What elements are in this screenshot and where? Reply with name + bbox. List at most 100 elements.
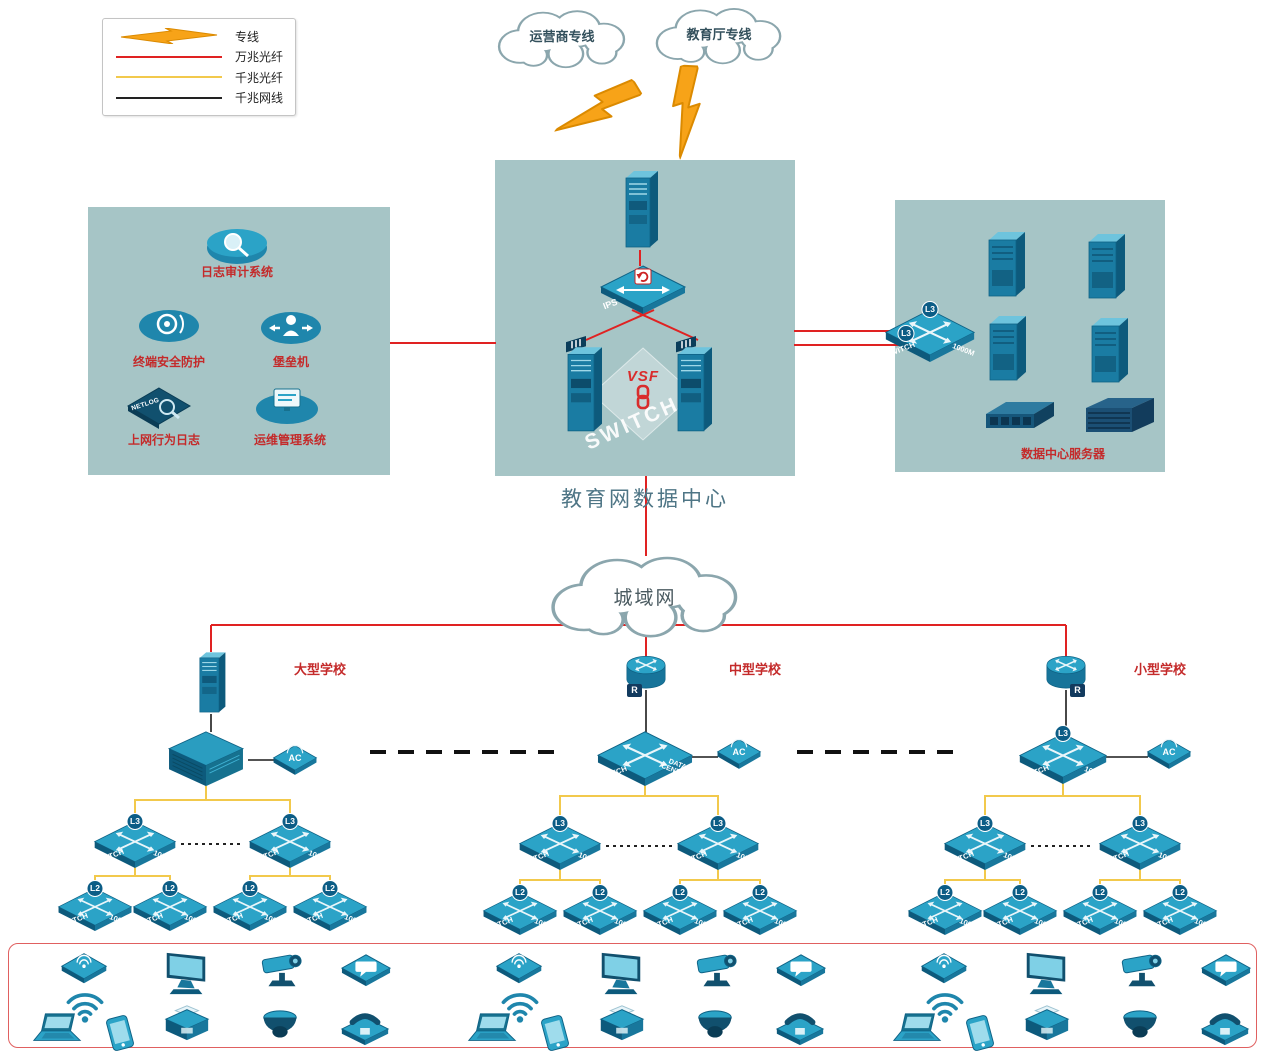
l3-badge: L3	[1054, 725, 1072, 742]
l2-switch[interactable]: L2 SWITCH 1000M	[642, 884, 718, 935]
laptop-icon[interactable]	[465, 1012, 519, 1048]
wireless-controller[interactable]: AC	[1146, 738, 1192, 772]
wireless-ap-icon[interactable]	[60, 950, 108, 986]
l2-switch[interactable]: L2 SWITCH 1000M	[482, 884, 558, 935]
legend-label: 千兆网线	[235, 91, 284, 106]
large-school-gateway[interactable]	[195, 650, 227, 716]
man-cloud-label: 城域网	[613, 586, 677, 609]
legend-label: 千兆光纤	[235, 70, 284, 85]
ops-management-icon[interactable]	[254, 384, 320, 426]
desktop-monitor-icon[interactable]	[595, 950, 647, 996]
dome-camera-icon[interactable]	[258, 1008, 302, 1048]
bastion-host-icon[interactable]	[259, 308, 323, 348]
telephone-icon[interactable]	[773, 1008, 827, 1048]
voip-terminal-icon[interactable]	[1200, 952, 1252, 988]
l2-switch[interactable]: L2 SWITCH 1000M	[907, 884, 983, 935]
netlog-icon[interactable]: NETLOG	[126, 386, 192, 429]
large-school-label: 大型学校	[293, 662, 346, 677]
l3-badge: L3	[1131, 815, 1149, 832]
l2-badge: L2	[1171, 884, 1189, 901]
l3-switch[interactable]: L3 SWITCH 1000M	[518, 815, 602, 870]
desktop-monitor-icon[interactable]	[1020, 950, 1072, 996]
voip-terminal-icon[interactable]	[340, 952, 392, 988]
ac-label: AC	[732, 746, 746, 757]
laptop-icon[interactable]	[30, 1012, 84, 1048]
l3-switch[interactable]: L3 SWITCH 1000M	[93, 813, 177, 868]
vsf-switch-group[interactable]: VSF SWITCH	[581, 344, 696, 455]
ptz-camera-icon[interactable]	[690, 948, 744, 992]
l3-switch[interactable]: L3 SWITCH 1000M	[676, 815, 760, 870]
voip-terminal-icon[interactable]	[775, 952, 827, 988]
education-cloud[interactable]: 教育厅专线	[644, 2, 794, 66]
core-switch-left[interactable]	[562, 334, 610, 438]
terminal-security-icon[interactable]	[137, 306, 201, 346]
desktop-monitor-icon[interactable]	[160, 950, 212, 996]
telephone-icon[interactable]	[1198, 1008, 1252, 1048]
wireless-ap-icon[interactable]	[920, 950, 968, 986]
l2-switch[interactable]: L2 SWITCH 1000M	[1062, 884, 1138, 935]
core-switch-right[interactable]	[672, 334, 720, 438]
medium-school-router[interactable]: R	[623, 654, 669, 697]
small-school-core-switch[interactable]: L3 SWITCH 1000M	[1018, 725, 1108, 784]
carrier-cloud[interactable]: 运营商专线	[486, 4, 638, 70]
wireless-controller[interactable]: AC	[272, 744, 318, 778]
yellow-line-sample	[113, 76, 225, 79]
l2-switch[interactable]: L2 SWITCH 1000M	[562, 884, 638, 935]
log-audit-icon[interactable]	[205, 226, 269, 266]
datacenter-title: 教育网数据中心	[561, 487, 729, 511]
ops-management-label: 运维管理系统	[253, 433, 326, 447]
education-cloud-label: 教育厅专线	[686, 26, 752, 42]
smartphone-icon[interactable]	[100, 1014, 140, 1052]
l2-switch[interactable]: L2 SWITCH 1000M	[132, 880, 208, 931]
legend-row: 专线	[113, 26, 285, 46]
l2-switch[interactable]: L2 SWITCH 1000M	[1142, 884, 1218, 935]
black-line-sample	[113, 96, 225, 99]
medium-school-core-switch[interactable]: SWITCH DATA CENTER	[596, 730, 694, 786]
carrier-cloud-label: 运营商专线	[529, 29, 595, 45]
dome-camera-icon[interactable]	[693, 1008, 737, 1048]
man-cloud[interactable]: 城域网	[534, 548, 756, 640]
small-school-router[interactable]: R	[1043, 654, 1089, 697]
small-school-label: 小型学校	[1133, 662, 1186, 677]
datacenter-access-switch[interactable]: L3 L3 SWITCH 1000M	[884, 301, 976, 362]
l3-badge: L3	[897, 325, 915, 343]
l2-badge: L2	[511, 884, 529, 901]
l3-switch[interactable]: L3 SWITCH 1000M	[943, 815, 1027, 870]
l2-badge: L2	[671, 884, 689, 901]
datacenter-server[interactable]	[985, 312, 1031, 384]
core-firewall-device[interactable]	[620, 168, 660, 252]
l3-badge: L3	[976, 815, 994, 832]
lightning-bolt-left	[548, 55, 648, 167]
large-school-core-server[interactable]	[162, 730, 250, 788]
dome-camera-icon[interactable]	[1118, 1008, 1162, 1048]
net-behavior-log-label: 上网行为日志	[127, 433, 200, 447]
l2-switch[interactable]: L2 SWITCH 1000M	[982, 884, 1058, 935]
l2-switch[interactable]: L2 SWITCH 1000M	[57, 880, 133, 931]
l2-switch[interactable]: L2 SWITCH 1000M	[212, 880, 288, 931]
ptz-camera-icon[interactable]	[255, 948, 309, 992]
l2-badge: L2	[161, 880, 179, 897]
ips-device[interactable]: IPS	[599, 264, 687, 316]
wireless-ap-icon[interactable]	[495, 950, 543, 986]
legend: 专线 万兆光纤 千兆光纤 千兆网线	[102, 18, 296, 116]
printer-icon[interactable]	[160, 1002, 212, 1044]
rackmount-server[interactable]	[982, 398, 1058, 438]
laptop-icon[interactable]	[890, 1012, 944, 1048]
blade-chassis[interactable]	[1078, 396, 1158, 440]
printer-icon[interactable]	[595, 1002, 647, 1044]
wireless-controller[interactable]: AC	[716, 738, 762, 772]
router-badge: R	[1070, 684, 1085, 697]
ptz-camera-icon[interactable]	[1115, 948, 1169, 992]
printer-icon[interactable]	[1020, 1002, 1072, 1044]
datacenter-server[interactable]	[984, 228, 1030, 300]
l2-switch[interactable]: L2 SWITCH 1000M	[292, 880, 368, 931]
l3-switch[interactable]: L3 SWITCH 1000M	[1098, 815, 1182, 870]
smartphone-icon[interactable]	[960, 1014, 1000, 1052]
vsf-label: VSF	[626, 368, 660, 385]
l2-switch[interactable]: L2 SWITCH 1000M	[722, 884, 798, 935]
l3-switch[interactable]: L3 SWITCH 1000M	[248, 813, 332, 868]
telephone-icon[interactable]	[338, 1008, 392, 1048]
smartphone-icon[interactable]	[535, 1014, 575, 1052]
datacenter-server[interactable]	[1084, 230, 1130, 302]
datacenter-server[interactable]	[1087, 314, 1133, 386]
